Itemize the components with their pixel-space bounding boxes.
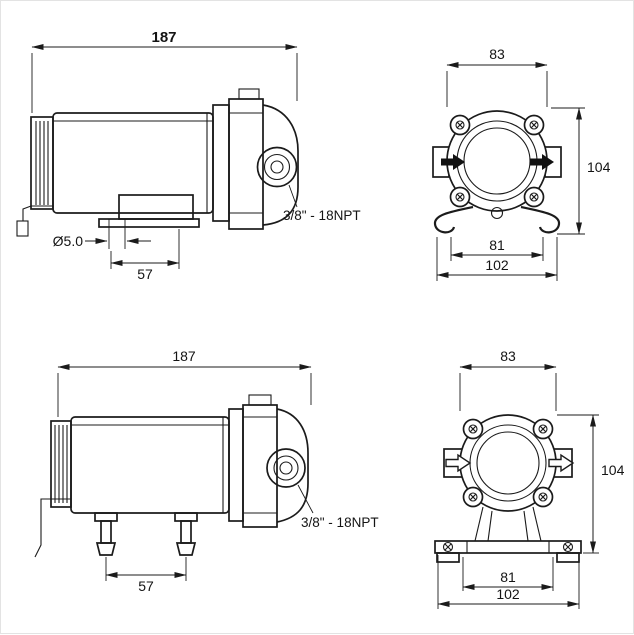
dim-inner-width-top-front: 81 — [489, 237, 505, 253]
flow-arrow-in-icon — [441, 154, 465, 170]
dim-hole-diameter: Ø5.0 — [53, 233, 84, 249]
wire-connector — [16, 220, 29, 237]
mounting-bracket — [118, 194, 194, 220]
mount-foot-right — [174, 512, 198, 556]
base-foot-right — [556, 552, 580, 563]
port-outer-ring — [266, 448, 306, 488]
motor-rear-cap — [30, 116, 54, 210]
view-front-bottom: 83 104 81 102 — [434, 348, 625, 609]
pump-head-front — [276, 408, 309, 523]
port-outer-ring — [256, 146, 298, 188]
dim-width-bottom-front: 83 — [500, 348, 516, 364]
dim-height-top-front: 104 — [587, 159, 611, 175]
dim-foot-spacing-bottom-side: 57 — [138, 578, 154, 594]
dim-outer-width-top-front: 102 — [485, 257, 509, 273]
mount-foot-right — [520, 205, 561, 234]
label-port-top-side: 3/8" - 18NPT — [283, 208, 361, 223]
wire-lead — [34, 498, 71, 558]
dim-outer-width-bottom-front: 102 — [496, 586, 520, 602]
pump-head-body — [242, 404, 278, 528]
pump-head-front — [262, 104, 299, 226]
dim-height-bottom-front: 104 — [601, 462, 625, 478]
view-side-bottom: 187 57 3/8" - 18NPT — [34, 348, 379, 594]
pump-flange — [212, 104, 230, 222]
flow-arrow-in-icon — [445, 453, 472, 473]
flow-arrow-out-icon — [530, 154, 554, 170]
wire-lead — [22, 205, 53, 221]
view-side-top: 187 Ø5.0 57 3/8" - 18NPT — [16, 29, 361, 282]
mount-foot-left — [433, 205, 474, 234]
motor-rear-cap — [50, 420, 72, 508]
motor-body — [52, 112, 214, 214]
base-plate — [434, 540, 582, 554]
dim-length-bottom-side: 187 — [172, 348, 196, 364]
base-foot-left — [436, 552, 460, 563]
pump-flange — [228, 408, 244, 522]
label-port-bottom-side: 3/8" - 18NPT — [301, 515, 379, 530]
dim-foot-spacing-top-side: 57 — [137, 266, 153, 282]
flow-arrow-out-icon — [548, 453, 575, 473]
mount-foot-left — [94, 512, 118, 556]
dim-length-top-side: 187 — [151, 29, 176, 46]
base-plate — [98, 218, 200, 228]
motor-body — [70, 416, 230, 514]
dim-inner-width-bottom-front: 81 — [500, 569, 516, 585]
dim-width-top-front: 83 — [489, 46, 505, 62]
view-front-top: 83 104 81 102 — [432, 46, 611, 281]
